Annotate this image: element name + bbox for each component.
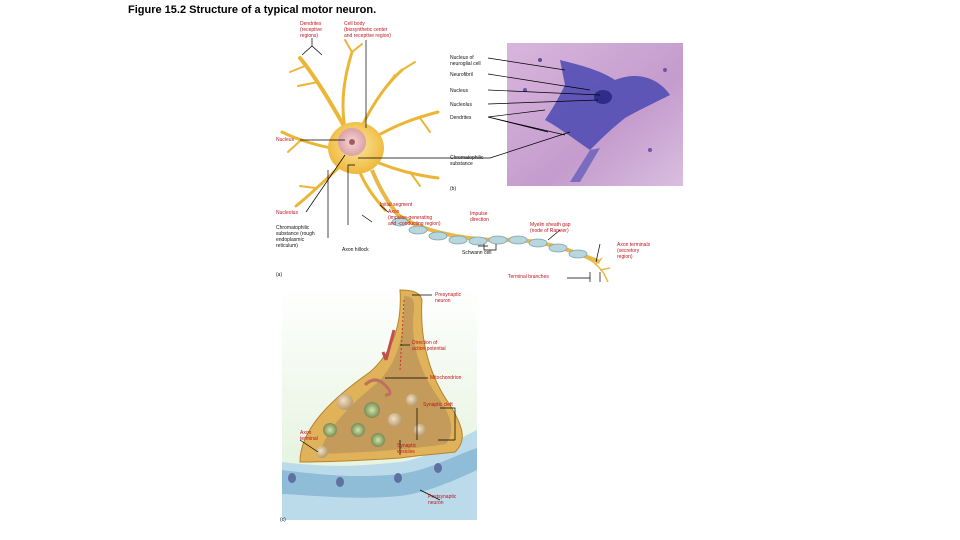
label-nucleolus-a: Nucleolus	[276, 210, 298, 216]
label-synaptic-cleft: Synaptic cleft	[423, 402, 453, 408]
label-nucleus-neuroglial: Nucleus of neuroglial cell	[450, 55, 481, 67]
label-dendrites-b: Dendrites	[450, 115, 472, 121]
label-direction-ap: Direction of action potential	[412, 340, 446, 352]
label-presynaptic: Presynaptic neuron	[435, 292, 462, 304]
cell-body	[328, 122, 384, 174]
label-impulse-direction: Impulse direction	[470, 211, 489, 223]
panel-label-c: (c)	[280, 517, 286, 523]
label-neurofibril: Neurofibril	[450, 72, 473, 78]
label-axon-terminal-c: Axon terminal	[300, 430, 318, 442]
label-nucleus-a: Nucleus	[276, 137, 295, 143]
label-mitochondrion: Mitochondrion	[430, 375, 462, 381]
label-chromatophilic-b: Chromatophilic substance	[450, 155, 484, 167]
histology-micrograph	[507, 43, 683, 186]
leader-lines	[300, 38, 601, 282]
label-nucleus-b: Nucleus	[450, 88, 469, 94]
label-cell-body: Cell body (biosynthetic center and recep…	[344, 21, 391, 39]
label-myelin-gap: Myelin sheath gap (node of Ranvier)	[530, 222, 571, 234]
panel-label-a: (a)	[276, 272, 283, 278]
label-terminal-branches: Terminal branches	[508, 274, 549, 280]
label-chromatophilic-a: Chromatophilic substance (rough endoplas…	[276, 225, 315, 249]
label-axon: Axon (impulse-generating and -conducting…	[388, 209, 441, 227]
figure-title: Figure 15.2 Structure of a typical motor…	[128, 4, 377, 16]
panel-label-b: (b)	[450, 186, 457, 192]
label-dendrites-a: Dendrites (receptive regions)	[300, 21, 322, 39]
synapse-illustration	[282, 285, 477, 520]
label-postsynaptic: Postsynaptic neuron	[428, 494, 457, 506]
label-axon-terminals: Axon terminals (secretory region)	[617, 242, 651, 260]
label-nucleolus-b: Nucleolus	[450, 102, 472, 108]
label-synaptic-vesicles: Synaptic vesicles	[397, 443, 417, 455]
synapse-leader-lines	[299, 294, 456, 501]
axon	[370, 169, 611, 283]
label-schwann-cell: Schwann cell	[462, 250, 492, 256]
label-axon-hillock: Axon hillock	[342, 247, 369, 253]
label-initial-segment: Initial segment	[380, 202, 413, 208]
